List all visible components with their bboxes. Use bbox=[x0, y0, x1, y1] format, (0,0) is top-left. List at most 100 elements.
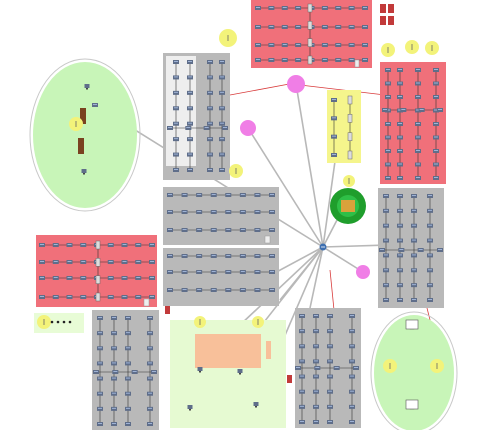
switch-icon bbox=[149, 243, 155, 247]
server-icon bbox=[405, 399, 419, 410]
switch-icon bbox=[97, 331, 103, 336]
switch-icon bbox=[131, 370, 138, 374]
switch-icon bbox=[268, 43, 275, 47]
switch-icon bbox=[112, 370, 119, 374]
switch-icon bbox=[196, 228, 203, 232]
switch-icon bbox=[433, 81, 439, 86]
switch-icon bbox=[427, 253, 433, 258]
switch-icon bbox=[411, 194, 417, 198]
pc-icon bbox=[84, 84, 90, 90]
switch-icon bbox=[400, 108, 407, 112]
switch-icon bbox=[349, 344, 355, 349]
switch-icon bbox=[254, 210, 261, 214]
switch-icon bbox=[66, 276, 73, 280]
switch-icon bbox=[433, 162, 439, 167]
switch-icon bbox=[210, 270, 217, 274]
switch-icon bbox=[327, 404, 333, 409]
zone-gray-center-top bbox=[163, 187, 279, 245]
switch-icon bbox=[52, 295, 59, 299]
switch-icon bbox=[93, 370, 99, 374]
server-icon bbox=[307, 21, 313, 30]
switch-icon bbox=[415, 108, 421, 113]
switch-icon bbox=[107, 243, 114, 247]
switch-icon bbox=[173, 90, 179, 95]
switch-icon bbox=[173, 75, 179, 80]
switch-icon bbox=[385, 176, 391, 180]
switch-icon bbox=[268, 25, 275, 29]
switch-icon bbox=[107, 276, 114, 280]
switch-icon bbox=[97, 422, 103, 426]
switch-icon bbox=[362, 6, 368, 10]
switch-icon bbox=[349, 359, 355, 364]
switch-icon bbox=[147, 422, 153, 426]
switch-icon bbox=[196, 270, 203, 274]
switch-icon bbox=[107, 260, 114, 264]
switch-icon bbox=[254, 228, 261, 232]
switch-icon bbox=[151, 370, 157, 374]
switch-icon bbox=[196, 210, 203, 214]
zone-green-oval-left-outline bbox=[29, 58, 141, 212]
server-icon bbox=[347, 150, 353, 160]
server-icon bbox=[264, 235, 271, 244]
switch-icon bbox=[167, 210, 173, 214]
switch-icon bbox=[295, 43, 302, 47]
switch-icon bbox=[52, 260, 59, 264]
switch-icon bbox=[397, 238, 403, 243]
switch-icon bbox=[385, 149, 391, 153]
server-icon bbox=[95, 292, 101, 302]
pc-icon bbox=[253, 402, 259, 408]
switch-icon bbox=[299, 359, 305, 364]
switch-icon bbox=[239, 270, 246, 274]
switch-icon bbox=[331, 98, 337, 102]
switch-icon bbox=[111, 422, 117, 426]
switch-icon bbox=[415, 81, 421, 86]
switch-icon bbox=[327, 359, 333, 364]
switch-icon bbox=[97, 391, 103, 396]
switch-icon bbox=[121, 260, 128, 264]
switch-icon bbox=[383, 283, 389, 288]
switch-icon bbox=[397, 95, 403, 99]
switch-icon bbox=[417, 248, 424, 252]
switch-icon bbox=[239, 228, 246, 232]
switch-icon bbox=[147, 391, 153, 396]
switch-icon bbox=[299, 344, 305, 349]
switch-icon bbox=[219, 90, 225, 95]
switch-icon bbox=[349, 314, 355, 318]
door-icon bbox=[80, 108, 86, 124]
switch-icon bbox=[125, 406, 131, 411]
switch-icon bbox=[219, 121, 225, 126]
cloud-node bbox=[240, 120, 256, 136]
switch-icon bbox=[397, 268, 403, 273]
switch-icon bbox=[210, 210, 217, 214]
zone-gray-center-mid bbox=[163, 248, 279, 306]
switch-icon bbox=[397, 122, 403, 126]
switch-icon bbox=[415, 68, 421, 72]
switch-icon bbox=[210, 193, 217, 197]
switch-icon bbox=[331, 134, 337, 139]
switch-icon bbox=[111, 361, 117, 366]
switch-icon bbox=[147, 376, 153, 381]
switch-icon bbox=[125, 361, 131, 366]
switch-icon bbox=[268, 58, 275, 62]
switch-icon bbox=[239, 288, 246, 292]
switch-icon bbox=[219, 152, 225, 157]
zone-peach-small bbox=[266, 341, 271, 359]
switch-icon bbox=[39, 276, 45, 280]
switch-icon bbox=[239, 210, 246, 214]
switch-icon bbox=[167, 254, 173, 258]
switch-icon bbox=[427, 194, 433, 198]
switch-icon bbox=[411, 283, 417, 288]
switch-icon bbox=[239, 254, 246, 258]
switch-icon bbox=[173, 60, 179, 64]
switch-icon bbox=[181, 210, 188, 214]
switch-icon bbox=[255, 43, 261, 47]
switch-icon bbox=[313, 329, 319, 334]
switch-icon bbox=[349, 420, 355, 424]
switch-icon bbox=[385, 68, 391, 72]
switch-icon bbox=[219, 106, 225, 111]
zone-gray-bottom-left bbox=[92, 310, 159, 430]
switch-icon bbox=[397, 68, 403, 72]
switch-icon bbox=[97, 361, 103, 366]
